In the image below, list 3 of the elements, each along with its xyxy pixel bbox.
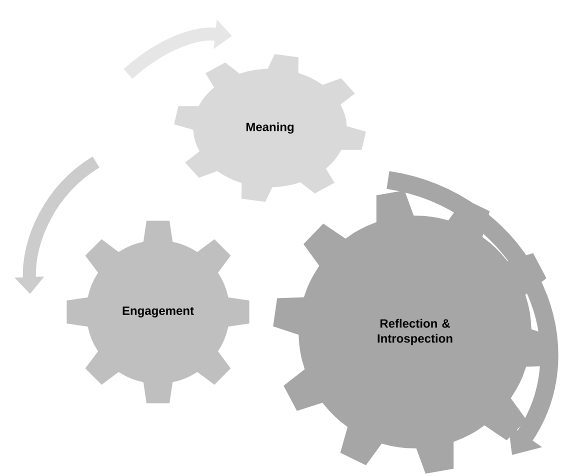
gear: Meaning	[174, 54, 366, 202]
gear: Engagement	[66, 220, 250, 404]
gear: Reflection & Introspection	[273, 190, 557, 474]
